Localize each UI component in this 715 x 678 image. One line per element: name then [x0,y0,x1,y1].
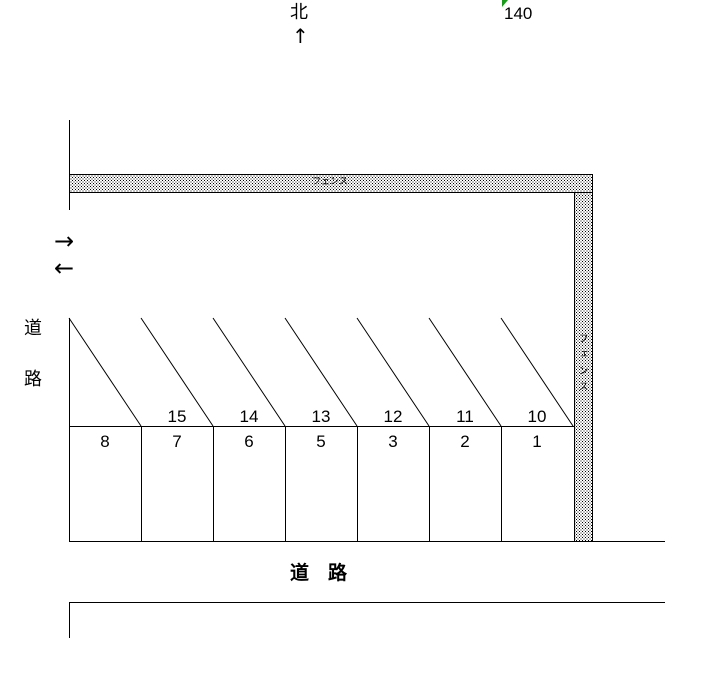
space-number: 14 [239,407,259,426]
space-number: 12 [383,407,403,426]
north-label: 北 [290,2,308,23]
space-number: 8 [100,432,110,451]
space-number: 15 [167,407,187,426]
marker-triangle-icon [502,0,508,7]
space-number: 5 [316,432,326,451]
diagonal-space-lines [68,317,574,427]
space-number: 3 [388,432,398,451]
entry-arrow-icon: → [54,227,75,255]
lower-space-lines [69,426,574,541]
fence-top-label: フェンス [312,177,348,187]
bottom-road-label: 道 路 [290,562,348,584]
space-number: 7 [172,432,182,451]
exit-arrow-icon: ← [54,254,75,282]
left-road-label-1: 道 [24,318,42,339]
left-road-label-2: 路 [24,369,42,390]
space-number: 13 [311,407,331,426]
fence-side-label: フェンス [576,333,587,397]
space-number: 1 [532,432,542,451]
space-number: 6 [244,432,254,451]
space-number: 11 [456,407,474,426]
north-arrow-icon: ↑ [292,24,309,48]
space-number: 2 [460,432,470,451]
marker-label: 140 [504,4,533,23]
space-number: 10 [527,407,547,426]
fence-top [69,174,593,193]
